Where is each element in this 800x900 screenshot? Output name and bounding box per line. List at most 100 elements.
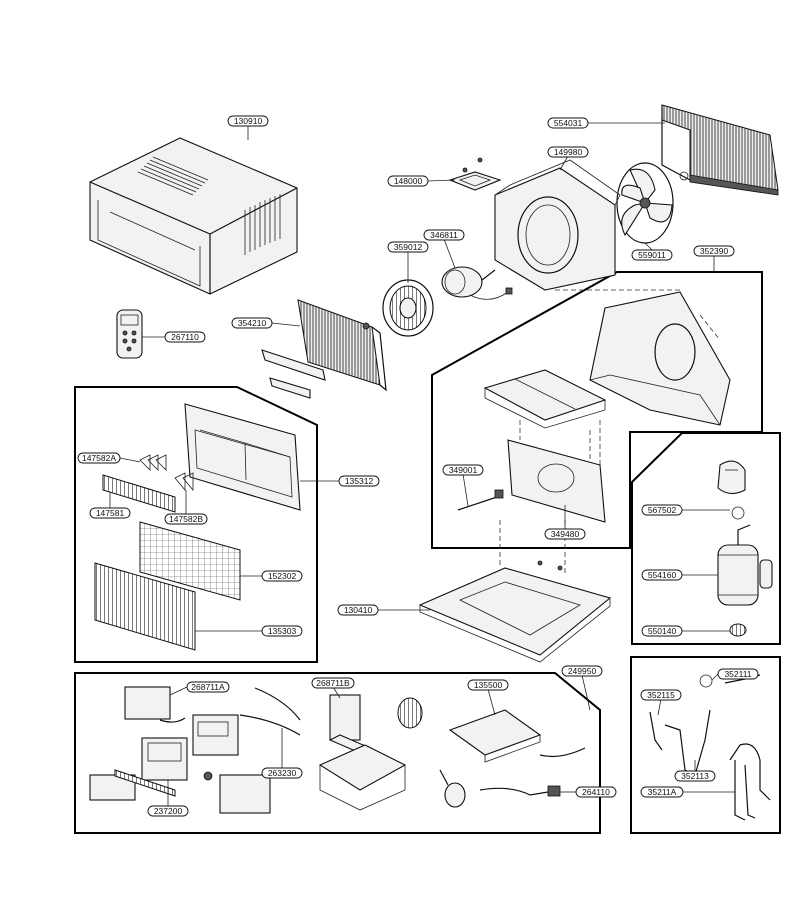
- part-number-pill: [261, 625, 303, 637]
- part-number-label: 152302: [268, 571, 297, 581]
- leader-line: [119, 457, 141, 463]
- part-number-pill: [186, 681, 230, 693]
- part-number-label: 554160: [648, 570, 677, 580]
- louver-small-part: [139, 454, 167, 471]
- part-number-label: 346811: [430, 230, 458, 240]
- blower-wheel-part: [382, 279, 434, 337]
- part-number-label: 263230: [268, 768, 297, 778]
- part-number-pill: [640, 689, 682, 701]
- fan-shroud-part: [494, 159, 621, 291]
- condenser-coil-part: [661, 104, 779, 196]
- part-number-label: 352115: [647, 690, 675, 700]
- part-number-pill: [641, 569, 683, 581]
- part-number-pill: [547, 146, 589, 158]
- part-number-pill: [387, 175, 429, 187]
- base-pan-part: [418, 520, 612, 663]
- part-number-label: 349480: [551, 529, 580, 539]
- part-number-label: 130910: [234, 116, 263, 126]
- leader-line: [644, 242, 653, 251]
- callout-354210: 354210: [231, 317, 301, 329]
- part-number-pill: [147, 805, 189, 817]
- part-number-pill: [261, 570, 303, 582]
- partition-plate-part: [507, 420, 606, 523]
- callout-149980: 149980: [547, 146, 589, 171]
- leader-line: [711, 673, 719, 681]
- part-number-label: 268711A: [191, 682, 225, 692]
- part-number-pill: [231, 317, 273, 329]
- callout-135500: 135500: [467, 679, 509, 716]
- part-number-label: 149980: [554, 147, 583, 157]
- leader-line: [443, 238, 456, 269]
- evaporator-coil-part: [261, 299, 387, 399]
- callout-359012: 359012: [387, 241, 429, 283]
- remote-control-part: [116, 309, 143, 359]
- part-number-pill: [717, 668, 759, 680]
- part-number-label: 267110: [171, 332, 199, 342]
- part-number-pill: [547, 117, 589, 129]
- callout-559011: 559011: [631, 242, 673, 261]
- part-number-label: 352390: [700, 246, 729, 256]
- callout-135312: 135312: [300, 475, 380, 487]
- leader-line: [427, 179, 456, 182]
- part-number-pill: [641, 504, 683, 516]
- group-box-compressor: [631, 432, 781, 645]
- motor-bracket-part: [448, 157, 502, 191]
- air-filter-part: [139, 521, 241, 601]
- compressor-parts: [717, 460, 773, 637]
- callout-130910: 130910: [227, 115, 269, 140]
- part-number-pill: [423, 229, 465, 241]
- drain-pan-part: [483, 369, 607, 429]
- leader-line: [581, 674, 591, 711]
- part-number-pill: [693, 245, 735, 257]
- leader-line: [169, 686, 188, 696]
- part-number-label: 359012: [394, 242, 423, 252]
- louver-bar-part: [102, 472, 194, 513]
- callout-346811: 346811: [423, 229, 465, 269]
- callout-147582A: 147582A: [77, 452, 141, 464]
- callout-152302: 152302: [240, 570, 303, 582]
- callout-554160: 554160: [641, 569, 718, 581]
- part-number-pill: [544, 528, 586, 540]
- part-number-pill: [337, 604, 379, 616]
- callout-148000: 148000: [387, 175, 456, 187]
- group-box-front-panel: [74, 386, 318, 663]
- callout-147581: 147581: [89, 492, 131, 519]
- part-number-label: 35211A: [648, 787, 677, 797]
- leader-line: [332, 686, 341, 699]
- callout-268711B: 268711B: [311, 677, 355, 699]
- callout-352113: 352113: [674, 760, 716, 782]
- part-number-label: 147582B: [169, 514, 203, 524]
- callout-352115: 352115: [640, 689, 682, 716]
- part-number-pill: [261, 767, 303, 779]
- part-number-pill: [89, 507, 131, 519]
- sensor-rod-part: [457, 489, 504, 511]
- part-number-pill: [467, 679, 509, 691]
- part-number-label: 135303: [268, 626, 297, 636]
- part-number-pill: [387, 241, 429, 253]
- part-number-label: 352111: [724, 669, 751, 679]
- callout-554031: 554031: [547, 117, 665, 129]
- part-number-label: 237200: [154, 806, 183, 816]
- part-number-pill: [442, 464, 484, 476]
- scroll-housing-part: [555, 289, 731, 470]
- callout-349480: 349480: [544, 505, 586, 540]
- front-frame-part: [184, 403, 301, 511]
- leader-line: [271, 322, 301, 327]
- part-number-pill: [338, 475, 380, 487]
- callout-352114: 35211A: [640, 786, 735, 798]
- callout-249950: 249950: [561, 665, 603, 711]
- part-number-pill: [640, 786, 684, 798]
- callout-550140: 550140: [641, 625, 730, 637]
- part-number-label: 567502: [648, 505, 677, 515]
- part-number-pill: [641, 625, 683, 637]
- part-number-pill: [164, 331, 206, 343]
- part-number-pill: [77, 452, 121, 464]
- leader-line: [462, 473, 469, 507]
- part-number-label: 354210: [238, 318, 267, 328]
- callout-130410: 130410: [337, 604, 430, 616]
- axial-fan-part: [616, 162, 689, 244]
- cabinet-part: [89, 137, 298, 295]
- part-number-label: 147581: [96, 508, 125, 518]
- part-number-label: 559011: [638, 250, 666, 260]
